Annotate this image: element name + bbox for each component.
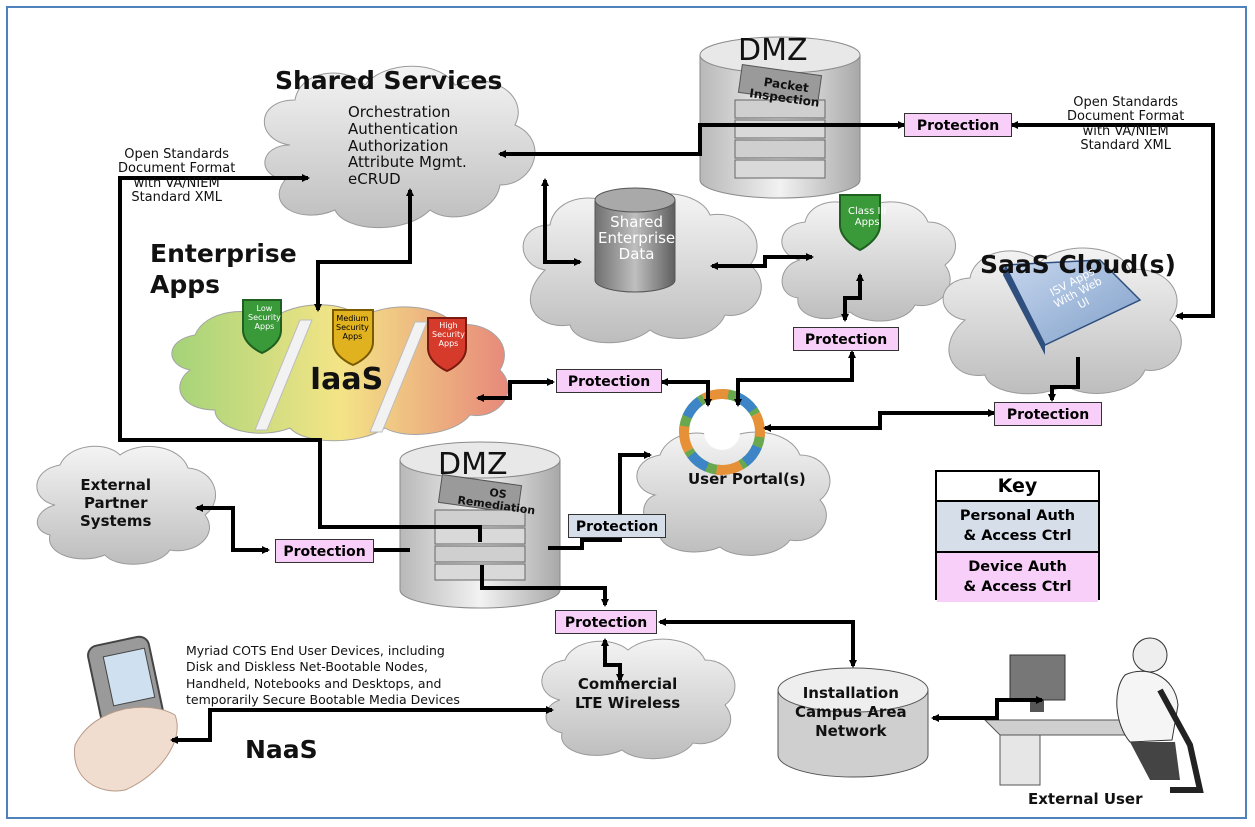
line-saas-protection-to-saas xyxy=(1048,357,1080,402)
line-shared-to-data xyxy=(541,178,582,266)
line-dmz-to-bottom-protection xyxy=(480,565,609,607)
phone-in-hand xyxy=(74,635,178,792)
iaas-label: IaaS xyxy=(310,362,384,397)
shared-services-items: Orchestration Authentication Authorizati… xyxy=(348,103,467,189)
high-security-label: High Security Apps xyxy=(432,321,465,348)
protection-iaas: Protection xyxy=(556,369,662,393)
external-user-label: External User xyxy=(1028,790,1143,808)
line-shared-to-topright-protection xyxy=(498,121,906,158)
campus-network-label: Installation Campus Area Network xyxy=(795,684,907,740)
lte-label: Commercial LTE Wireless xyxy=(575,675,681,712)
diagram-frame xyxy=(6,6,1247,819)
protection-class3: Protection xyxy=(793,327,899,351)
user-portal-label: User Portal(s) xyxy=(688,470,806,488)
lte-cloud xyxy=(541,638,736,760)
line-bottom-protection-to-campus xyxy=(658,618,857,668)
protection-partner: Protection xyxy=(275,539,374,563)
line-protection-to-portal xyxy=(660,378,712,407)
shared-data-cylinder xyxy=(594,187,676,293)
legend-device-auth: Device Auth & Access Ctrl xyxy=(937,553,1098,602)
os-remediation-server xyxy=(434,474,526,581)
line-data-to-class3 xyxy=(710,253,814,270)
protection-top-right: Protection xyxy=(904,113,1012,137)
enterprise-apps-title: Enterprise Apps xyxy=(150,239,297,300)
shared-data-label: Shared Enterprise Data xyxy=(598,213,676,263)
protection-portal: Protection xyxy=(568,514,666,538)
user-portal-ring xyxy=(679,389,765,475)
campus-network-cylinder xyxy=(777,667,929,778)
class3-cloud xyxy=(781,201,956,322)
protection-bottom: Protection xyxy=(555,610,657,634)
line-class3-to-protection xyxy=(841,273,864,322)
low-security-label: Low Security Apps xyxy=(248,304,281,331)
line-topright-protection-to-saas xyxy=(1010,121,1215,320)
high-security-shield xyxy=(427,317,467,373)
dmz-top-title: DMZ xyxy=(738,33,808,68)
right-standards-note: Open Standards Document Format with VA/N… xyxy=(1067,95,1185,153)
line-shared-to-enterprise xyxy=(314,188,414,312)
class3-shield xyxy=(839,194,881,252)
line-dmz-to-portal-protection xyxy=(548,451,652,550)
connectors xyxy=(118,121,1215,744)
legend-personal-auth: Personal Auth & Access Ctrl xyxy=(937,502,1098,553)
line-iaas-to-protection xyxy=(476,378,555,402)
class3-label: Class III Apps xyxy=(848,206,887,228)
line-left-long-loop xyxy=(118,174,482,542)
legend-key: Key Personal Auth & Access Ctrl Device A… xyxy=(935,470,1100,602)
medium-security-label: Medium Security Apps xyxy=(336,314,369,341)
line-bottom-protection-to-lte xyxy=(601,638,624,682)
line-portal-to-saas-protection xyxy=(763,409,996,432)
line-midprotection-to-portal xyxy=(734,350,856,407)
shared-services-title: Shared Services xyxy=(275,66,503,95)
left-standards-note: Open Standards Document Format with VA/N… xyxy=(118,147,236,205)
line-partner-to-protection xyxy=(195,504,270,554)
external-user-figure xyxy=(983,637,1204,793)
line-lte-to-phone xyxy=(170,706,554,744)
user-portal-cloud xyxy=(636,431,831,556)
protection-saas: Protection xyxy=(994,402,1102,426)
external-partner-label: External Partner Systems xyxy=(80,476,152,530)
devices-note: Myriad COTS End User Devices, including … xyxy=(186,643,460,707)
low-security-shield xyxy=(242,299,282,355)
dmz-mid-title: DMZ xyxy=(438,447,508,482)
legend-title: Key xyxy=(937,472,1098,502)
naas-label: NaaS xyxy=(245,735,318,764)
medium-security-shield xyxy=(332,309,374,367)
saas-title: SaaS Cloud(s) xyxy=(980,250,1176,279)
line-campus-to-user xyxy=(931,696,1044,722)
